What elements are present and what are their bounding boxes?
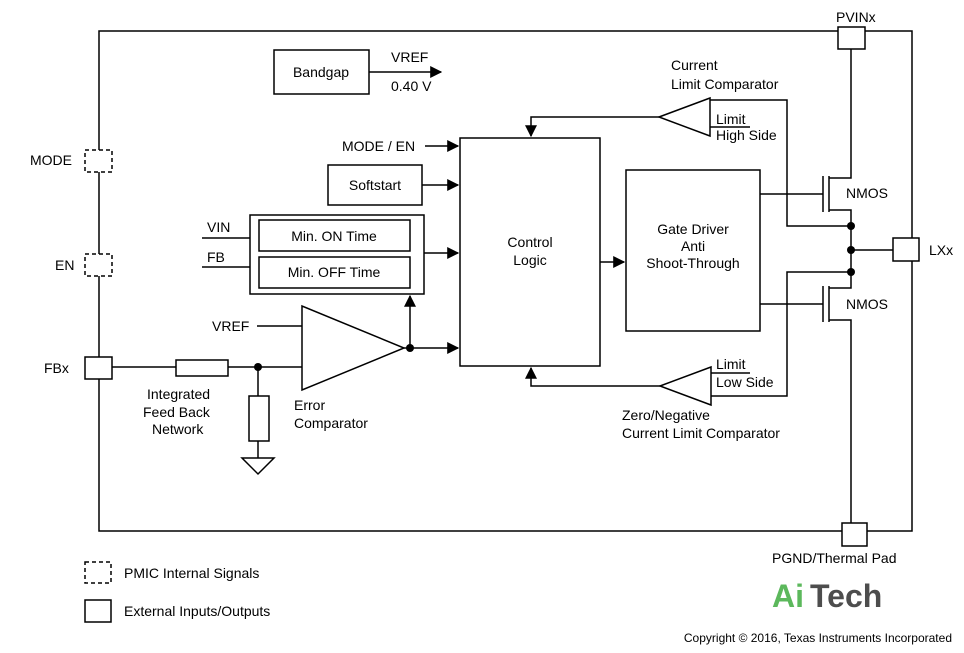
err-label-2: Comparator: [294, 415, 368, 431]
pin-mode: [84, 149, 113, 173]
limit-hs-label-1: Limit: [716, 111, 746, 127]
ls-sense-line: [711, 271, 851, 397]
pin-en-label: EN: [55, 257, 74, 273]
gate-label-3: Shoot-Through: [646, 255, 739, 271]
bandgap-block: [273, 49, 370, 95]
feedback-resistor-shunt: [248, 395, 270, 442]
legend-external-label: External Inputs/Outputs: [124, 603, 270, 619]
nmos-ls-source: [829, 319, 852, 523]
limit-hs-label-2: High Side: [716, 127, 777, 143]
gate-label-2: Anti: [681, 238, 705, 254]
error-comparator: [301, 304, 406, 392]
clc-label-2: Limit Comparator: [671, 76, 779, 92]
copyright-text: Copyright © 2016, Texas Instruments Inco…: [684, 631, 952, 645]
limit-ls-label-1: Limit: [716, 356, 746, 372]
mode-en-label: MODE / EN: [342, 138, 415, 154]
logo-tech-text: Tech: [810, 578, 882, 614]
legend-internal-swatch: [84, 561, 112, 584]
nmos-hs-source: [829, 209, 852, 250]
fbn-label-3: Network: [152, 421, 204, 437]
hs-sense-line: [710, 99, 851, 227]
control-label-1: Control: [507, 234, 552, 250]
pin-pgnd-label: PGND/Thermal Pad: [772, 550, 896, 566]
ground-icon: [240, 457, 276, 476]
legend-external-swatch: [84, 599, 112, 623]
pin-lx-label: LXx: [929, 242, 953, 258]
clc-label-1: Current: [671, 57, 718, 73]
zero-neg-label-2: Current Limit Comparator: [622, 425, 780, 441]
gate-label-1: Gate Driver: [657, 221, 729, 237]
clc-to-control-arrow: [525, 116, 659, 138]
vin-label: VIN: [207, 219, 230, 235]
control-label-2: Logic: [513, 252, 546, 268]
err-label-1: Error: [294, 397, 325, 413]
znc-to-control-arrow: [525, 366, 660, 387]
vref-in-label: VREF: [212, 318, 249, 334]
zero-neg-label-1: Zero/Negative: [622, 407, 710, 423]
legend-internal-label: PMIC Internal Signals: [124, 565, 259, 581]
pin-fb-label: FBx: [44, 360, 69, 376]
current-limit-comparator: [656, 96, 711, 138]
pin-mode-label: MODE: [30, 152, 72, 168]
pin-pgnd: [841, 522, 868, 547]
min-off-label: Min. OFF Time: [288, 264, 381, 280]
chip-outline: [98, 30, 913, 532]
nmos-hs-drain: [829, 49, 852, 179]
min-off-block: [258, 256, 411, 289]
vref-value-label: 0.40 V: [391, 78, 432, 94]
node-lx: [847, 246, 855, 254]
nmos-hs-label: NMOS: [846, 185, 888, 201]
pin-pvin-label: PVINx: [836, 9, 876, 25]
logo-ai-text: Ai: [772, 578, 804, 614]
min-on-block: [258, 219, 411, 252]
pin-fb: [84, 356, 113, 380]
pin-pvin: [837, 26, 866, 50]
fbn-label-1: Integrated: [147, 386, 210, 402]
nmos-ls-drain: [829, 250, 852, 289]
fb-signal-label: FB: [207, 249, 225, 265]
fbn-label-2: Feed Back: [143, 404, 211, 420]
vref-output-label: VREF: [391, 49, 428, 65]
softstart-label: Softstart: [349, 177, 401, 193]
feedback-resistor-series: [175, 359, 229, 377]
gate-driver-block: [625, 169, 761, 332]
limit-ls-label-2: Low Side: [716, 374, 774, 390]
min-on-label: Min. ON Time: [291, 228, 377, 244]
pin-en: [84, 253, 113, 277]
pin-lx: [892, 237, 920, 262]
zero-negative-comparator: [657, 365, 712, 407]
nmos-ls-label: NMOS: [846, 296, 888, 312]
bandgap-label: Bandgap: [293, 64, 349, 80]
control-logic-block: [459, 137, 601, 367]
